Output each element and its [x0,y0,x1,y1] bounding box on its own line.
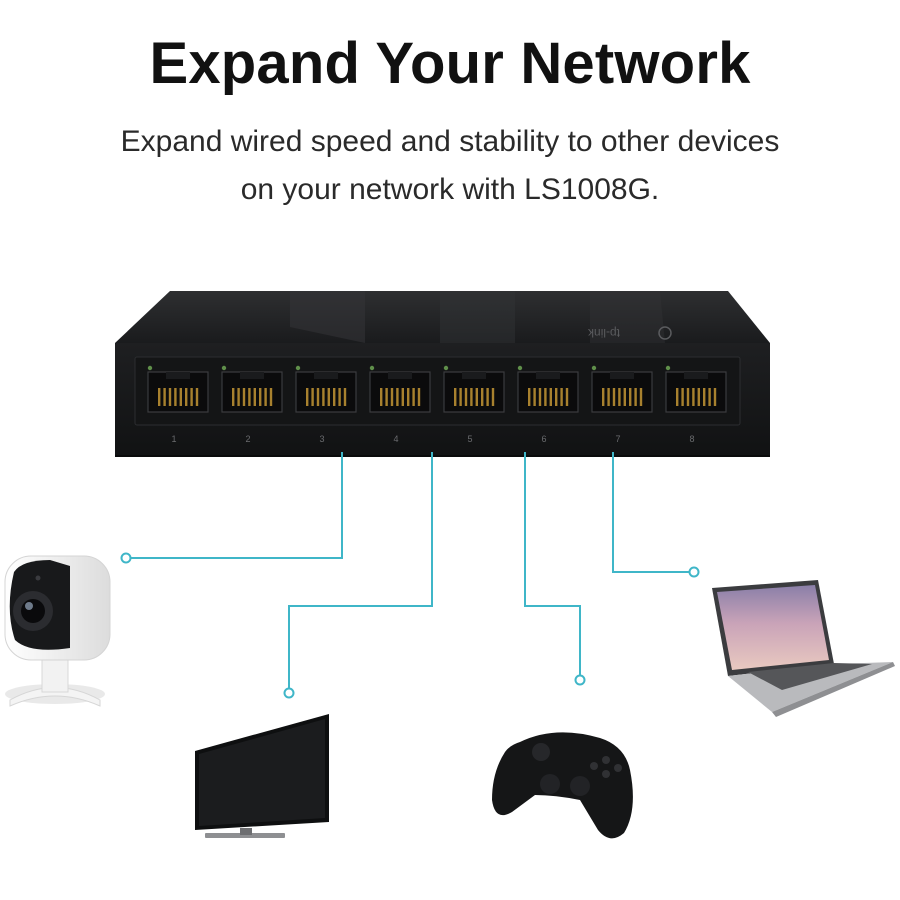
port-label-7: 7 [615,434,620,444]
port-label-6: 6 [541,434,546,444]
ethernet-port-2 [221,365,283,413]
port-label-1: 1 [171,434,176,444]
subtitle-line-2: on your network with LS1008G. [240,173,660,206]
ethernet-port-4 [369,365,431,413]
connector-lines [126,452,694,693]
network-switch: tp-link 1 2 3 4 5 6 7 8 [115,291,770,457]
connector-laptop [612,452,694,573]
ethernet-port-5 [443,365,505,413]
connector-endpoints [120,552,700,699]
ethernet-port-7 [591,365,653,413]
laptop-icon [712,580,895,717]
tp-link-logo: tp-link [587,326,672,340]
switch-top [115,291,770,343]
ethernet-port-6 [517,365,579,413]
game-controller-icon [492,732,633,839]
port-label-8: 8 [689,434,694,444]
television-icon [195,714,329,838]
port-label-5: 5 [467,434,472,444]
brand-text: tp-link [587,326,620,340]
port-row [147,365,727,413]
connector-camera [126,452,343,559]
headline: Expand Your Network [149,31,751,96]
security-camera-icon [4,555,111,707]
port-label-2: 2 [245,434,250,444]
port-labels: 1 2 3 4 5 6 7 8 [171,434,694,444]
ethernet-port-3 [295,365,357,413]
connector-tv [288,452,433,693]
connector-controller [524,452,581,680]
ethernet-port-1 [147,365,209,413]
ethernet-port-8 [665,365,727,413]
subtitle-line-1: Expand wired speed and stability to othe… [120,125,780,158]
port-label-3: 3 [319,434,324,444]
port-label-4: 4 [393,434,398,444]
